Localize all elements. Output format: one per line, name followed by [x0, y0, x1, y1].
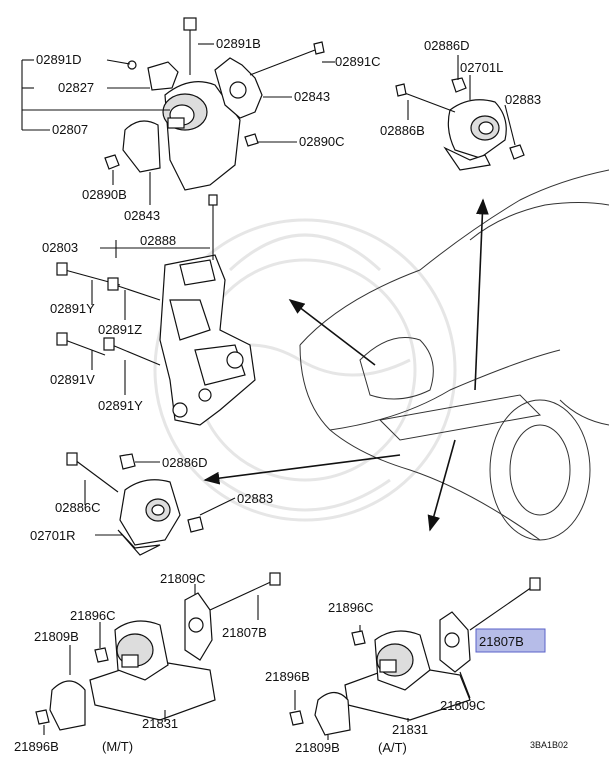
label-02843-bottom: 02843 [124, 208, 160, 223]
label-02890C: 02890C [299, 134, 345, 149]
label-02891C: 02891C [335, 54, 381, 69]
label-21809B-left: 21809B [34, 629, 79, 644]
label-21807B-left: 21807B [222, 625, 267, 640]
label-21809C-right: 21809C [440, 698, 486, 713]
transmission-mount-mt [35, 572, 281, 735]
label-02891D: 02891D [36, 52, 82, 67]
label-21831-left: 21831 [142, 716, 178, 731]
label-02843-top: 02843 [294, 89, 330, 104]
engine-mount-bracket [56, 194, 256, 426]
label-21807B-right: 21807B [479, 634, 524, 649]
label-21831-right: 21831 [392, 722, 428, 737]
reference-code: 3BA1B02 [530, 740, 568, 750]
label-02701L: 02701L [460, 60, 503, 75]
label-02891Y-1: 02891Y [50, 301, 95, 316]
label-02883-top: 02883 [505, 92, 541, 107]
label-02886C: 02886C [55, 500, 101, 515]
label-02883-mid: 02883 [237, 491, 273, 506]
label-02886D-mid: 02886D [162, 455, 208, 470]
location-arrows [203, 198, 489, 532]
label-02891V: 02891V [50, 372, 95, 387]
label-02891Y-2: 02891Y [98, 398, 143, 413]
engine-mount-left-insulator [395, 55, 525, 171]
label-02888: 02888 [140, 233, 176, 248]
label-02891B: 02891B [216, 36, 261, 51]
engine-mount-right-insulator [66, 452, 236, 556]
label-02890B: 02890B [82, 187, 127, 202]
label-02886D-top: 02886D [424, 38, 470, 53]
vehicle-outline [299, 169, 609, 541]
label-21896C-right: 21896C [328, 600, 374, 615]
label-mt: (M/T) [102, 739, 133, 754]
highlight-box [475, 628, 546, 653]
label-21896C-left: 21896C [70, 608, 116, 623]
label-02891Z: 02891Z [98, 322, 142, 337]
label-02807: 02807 [52, 122, 88, 137]
label-21809B-right: 21809B [295, 740, 340, 755]
label-21896B-right: 21896B [265, 669, 310, 684]
label-02701R: 02701R [30, 528, 76, 543]
label-21896B-left: 21896B [14, 739, 59, 754]
watermark-emblem [153, 218, 457, 522]
label-02886B: 02886B [380, 123, 425, 138]
label-at: (A/T) [378, 740, 407, 755]
transmission-mount-at [289, 577, 541, 740]
label-21809C-left: 21809C [160, 571, 206, 586]
label-02827: 02827 [58, 80, 94, 95]
label-02803: 02803 [42, 240, 78, 255]
engine-mount-upper-assembly [21, 17, 335, 205]
part-labels: 02891D 02891B 02891C 02827 02843 02807 0… [14, 36, 568, 755]
